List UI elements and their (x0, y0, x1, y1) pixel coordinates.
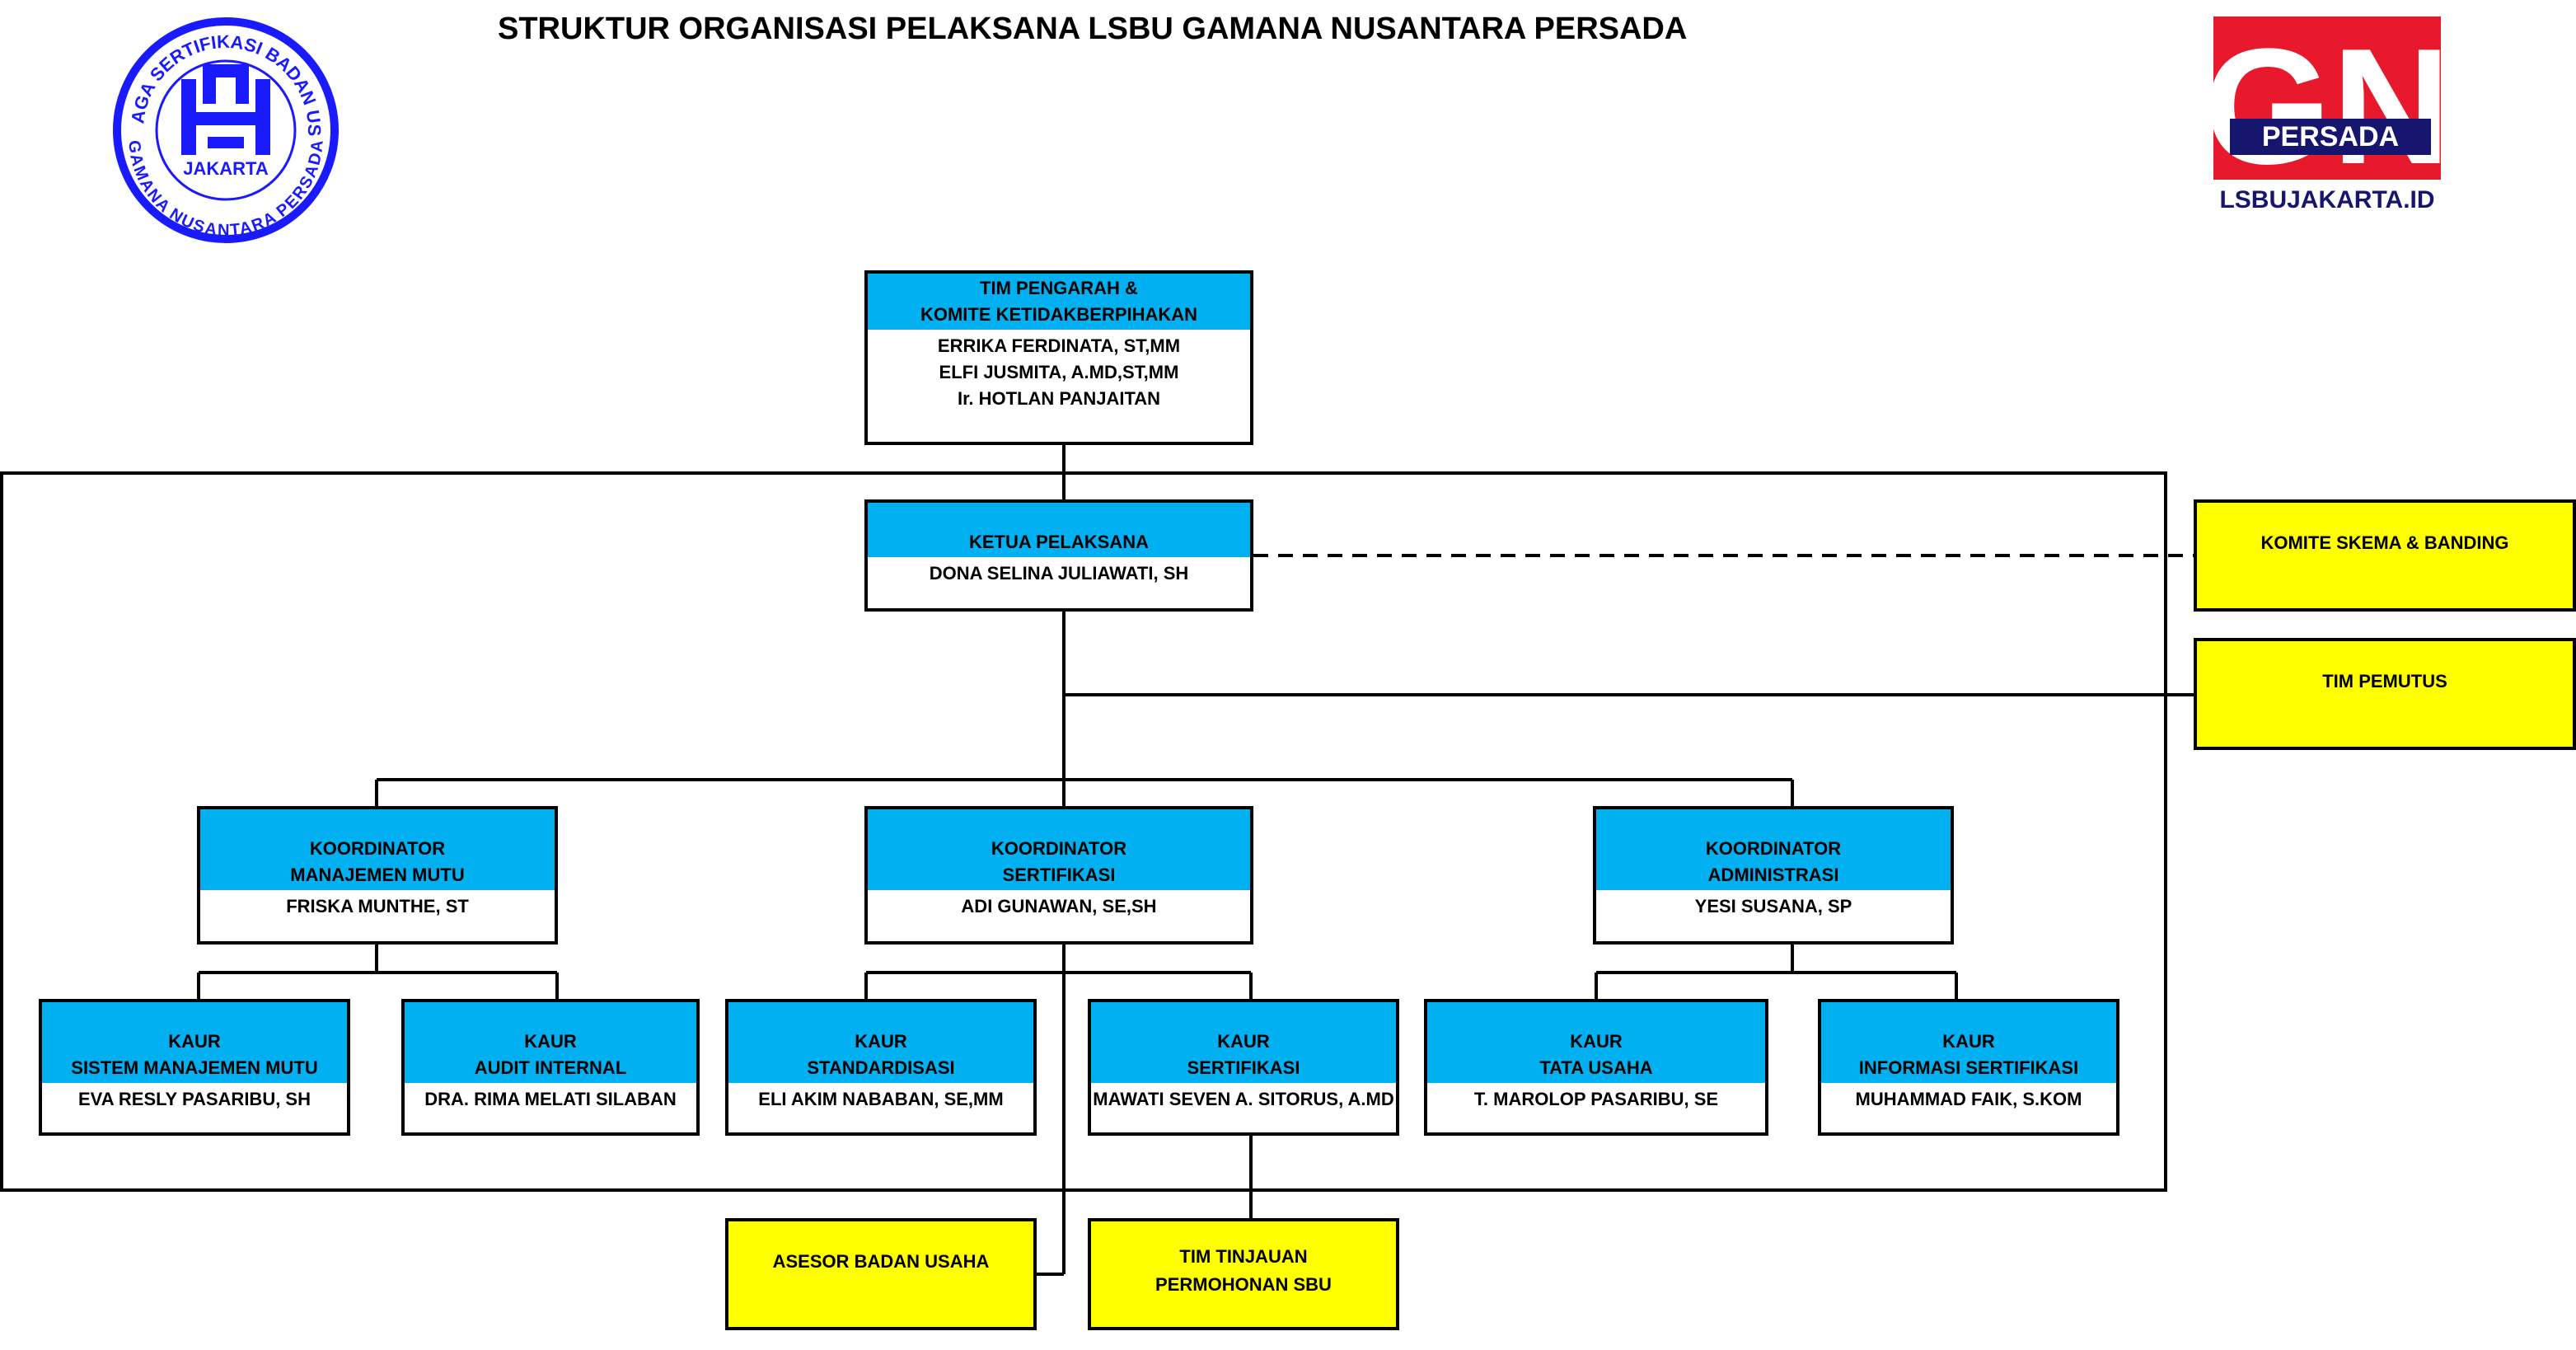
node-kaur-informasi-sertifikasi: KAUR INFORMASI SERTIFIKASI MUHAMMAD FAIK… (1818, 999, 2119, 1136)
node-kaur-standardisasi: KAUR STANDARDISASI ELI AKIM NABABAN, SE,… (725, 999, 1037, 1136)
svg-text:GAMANA NUSANTARA PERSADA: GAMANA NUSANTARA PERSADA (124, 139, 327, 239)
node-tim-pemutus: TIM PEMUTUS (2194, 638, 2576, 750)
logo-left-city: JAKARTA (183, 158, 269, 179)
node-asesor-badan-usaha: ASESOR BADAN USAHA (725, 1218, 1037, 1330)
node-members: FRISKA MUNTHE, ST (286, 896, 469, 916)
node-members: MUHAMMAD FAIK, S.KOM (1855, 1089, 2082, 1109)
logo-left-ring-bottom: GAMANA NUSANTARA PERSADA (124, 139, 327, 239)
page-title: STRUKTUR ORGANISASI PELAKSANA LSBU GAMAN… (498, 12, 1688, 46)
node-members: DONA SELINA JULIAWATI, SH (929, 563, 1189, 584)
node-kaur-sistem-manajemen-mutu: KAUR SISTEM MANAJEMEN MUTU EVA RESLY PAS… (39, 999, 350, 1136)
node-tim-tinjauan-permohonan-sbu: TIM TINJAUAN PERMOHONAN SBU (1088, 1218, 1399, 1330)
node-kaur-audit-internal: KAUR AUDIT INTERNAL DRA. RIMA MELATI SIL… (401, 999, 700, 1136)
lsbu-jakarta-seal-logo: LEMBAGA SERTIFIKASI BADAN USAHA GAMANA N… (103, 0, 341, 246)
node-members: DRA. RIMA MELATI SILABAN (424, 1089, 677, 1109)
node-komite-skema-banding: KOMITE SKEMA & BANDING (2194, 499, 2576, 612)
node-kaur-tata-usaha: KAUR TATA USAHA T. MAROLOP PASARIBU, SE (1424, 999, 1768, 1136)
node-members: MAWATI SEVEN A. SITORUS, A.MD (1093, 1089, 1394, 1109)
node-header: KAUR SERTIFIKASI (1091, 1002, 1396, 1083)
node-koordinator-administrasi: KOORDINATOR ADMINISTRASI YESI SUSANA, SP (1593, 806, 1954, 945)
logo-right-letters: GN (2208, 16, 2447, 199)
node-members: YESI SUSANA, SP (1694, 896, 1852, 916)
node-header: TIM PENGARAH & KOMITE KETIDAKBERPIHAKAN (868, 274, 1250, 330)
node-koordinator-manajemen-mutu: KOORDINATOR MANAJEMEN MUTU FRISKA MUNTHE… (197, 806, 558, 945)
node-members: ELI AKIM NABABAN, SE,MM (758, 1089, 1004, 1109)
node-members: T. MAROLOP PASARIBU, SE (1473, 1089, 1719, 1109)
logo-right-site: LSBUJAKARTA.ID (2219, 186, 2434, 213)
node-header: KAUR INFORMASI SERTIFIKASI (1821, 1002, 2116, 1083)
node-members: ADI GUNAWAN, SE,SH (961, 896, 1157, 916)
node-kaur-sertifikasi: KAUR SERTIFIKASI MAWATI SEVEN A. SITORUS… (1088, 999, 1399, 1136)
node-header: KAUR AUDIT INTERNAL (405, 1002, 696, 1083)
node-members: EVA RESLY PASARIBU, SH (78, 1089, 311, 1109)
node-header: KAUR TATA USAHA (1427, 1002, 1765, 1083)
pelaksana-frame (0, 471, 2167, 1192)
node-header: KOORDINATOR SERTIFIKASI (868, 809, 1250, 890)
gn-persada-logo: GN PERSADA LSBUJAKARTA.ID (2204, 15, 2451, 214)
node-header: KAUR SISTEM MANAJEMEN MUTU (42, 1002, 347, 1083)
node-header: KETUA PELAKSANA (868, 503, 1250, 557)
node-tim-pengarah: TIM PENGARAH & KOMITE KETIDAKBERPIHAKAN … (864, 270, 1253, 445)
node-members: ERRIKA FERDINATA, ST,MM ELFI JUSMITA, A.… (937, 335, 1181, 409)
node-header: KOORDINATOR MANAJEMEN MUTU (200, 809, 555, 890)
node-header: KAUR STANDARDISASI (728, 1002, 1033, 1083)
node-ketua-pelaksana: KETUA PELAKSANA DONA SELINA JULIAWATI, S… (864, 499, 1253, 612)
node-header: KOORDINATOR ADMINISTRASI (1596, 809, 1951, 890)
node-koordinator-sertifikasi: KOORDINATOR SERTIFIKASI ADI GUNAWAN, SE,… (864, 806, 1253, 945)
logo-right-band: PERSADA (2262, 121, 2399, 152)
